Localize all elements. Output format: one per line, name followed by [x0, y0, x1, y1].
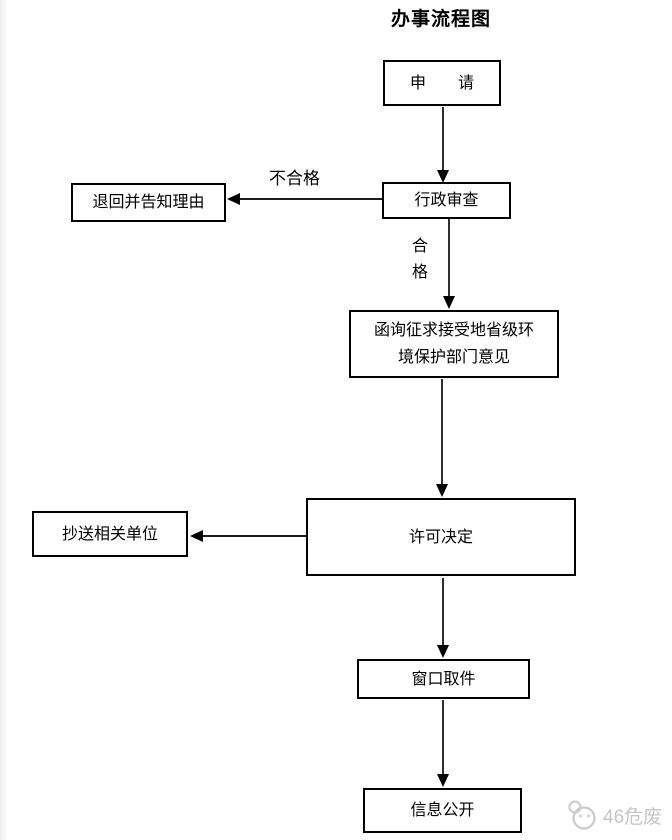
info-disclosure-box: 信息公开: [363, 788, 522, 833]
label-unqualified: 不合格: [269, 169, 320, 188]
arrow-decision-to-copy: [202, 535, 306, 537]
license-decision-box-label: 许可决定: [408, 528, 473, 546]
arrow-review-to-return: [239, 198, 382, 200]
arrow-consult-to-decision: [441, 379, 443, 485]
admin-review-box-label: 行政审查: [414, 192, 479, 209]
arrow-pickup-to-publish: [442, 700, 444, 775]
consult-provincial-dept-box: 函询征求接受地省级环 境保护部门意见: [349, 310, 559, 378]
copy-to-units-box-label: 抄送相关单位: [61, 525, 158, 543]
window-pickup-box: 窗口取件: [357, 659, 530, 699]
arrow-apply-to-review: [442, 107, 444, 171]
watermark-text: 46危废: [603, 806, 663, 828]
arrowhead-left-icon: [227, 193, 240, 205]
license-decision-box: 许可决定: [306, 498, 576, 576]
consult-provincial-dept-box-label: 函询征求接受地省级环 境保护部门意见: [373, 322, 534, 366]
arrowhead-down-icon: [443, 296, 455, 309]
return-with-reason-box: 退回并告知理由: [71, 183, 226, 222]
page-edge-shadow: [0, 0, 7, 840]
watermark: 46危废: [566, 798, 662, 832]
arrowhead-down-icon: [437, 645, 449, 658]
arrowhead-down-icon: [437, 170, 449, 183]
mascot-logo-icon: [568, 800, 596, 830]
admin-review-box: 行政审查: [382, 182, 511, 219]
arrowhead-down-icon: [436, 484, 448, 497]
arrow-review-to-consult: [448, 219, 450, 297]
return-with-reason-box-label: 退回并告知理由: [92, 194, 205, 211]
arrow-decision-to-pickup: [442, 578, 444, 646]
apply-box: 申 请: [383, 60, 501, 106]
arrowhead-down-icon: [437, 774, 449, 787]
apply-box-label: 申 请: [409, 74, 474, 92]
label-qualified: 合 格: [411, 238, 428, 281]
copy-to-units-box: 抄送相关单位: [32, 511, 188, 557]
info-disclosure-box-label: 信息公开: [410, 802, 475, 819]
window-pickup-box-label: 窗口取件: [411, 670, 476, 688]
page-title: 办事流程图: [390, 9, 491, 30]
arrowhead-left-icon: [190, 530, 203, 542]
